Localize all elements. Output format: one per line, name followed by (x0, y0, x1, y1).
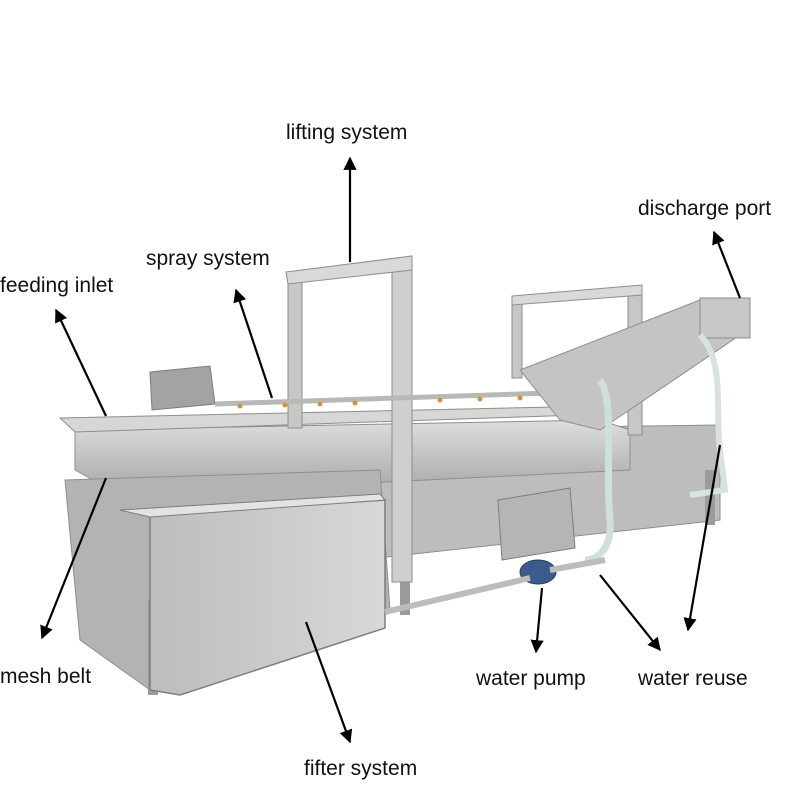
motor-box (149, 365, 216, 411)
label-lifting-system: lifting system (286, 121, 408, 144)
filter-box-front (149, 499, 386, 696)
spray-nozzles (237, 394, 558, 409)
label-fifter-system: fifter system (304, 757, 418, 780)
discharge-hood (699, 297, 751, 339)
rear-frame-top-bar (511, 284, 643, 306)
lift-frame-top-bar (285, 255, 413, 285)
label-feeding-inlet: feeding inlet (0, 274, 114, 297)
arrow-spray-system (233, 288, 274, 399)
arrow-discharge-port (712, 230, 742, 299)
spray-pipe (214, 389, 581, 407)
arrow-water-pump (530, 587, 544, 654)
rear-frame-left-post (511, 297, 523, 379)
label-water-reuse: water reuse (638, 667, 748, 690)
return-hose (584, 377, 614, 564)
arrow-water-reuse-right (683, 444, 722, 632)
filter-box-top (119, 493, 387, 518)
label-discharge-port: discharge port (638, 197, 772, 220)
arrow-mesh-belt (40, 477, 108, 640)
callout-arrows (40, 156, 742, 744)
lift-frame-left-post (287, 277, 303, 429)
label-water-pump: water pump (476, 667, 586, 690)
machine-illustration (58, 255, 751, 696)
bottom-pipe (384, 575, 531, 615)
arrow-feeding-inlet (55, 308, 107, 417)
arrow-water-reuse-left (599, 574, 661, 652)
lift-frame-right-post (391, 261, 413, 583)
label-spray-system: spray system (146, 247, 270, 270)
label-mesh-belt: mesh belt (0, 665, 92, 688)
arrow-fifter-system (304, 621, 353, 744)
pipe-right (549, 557, 606, 573)
pump-motor-box (497, 487, 576, 561)
